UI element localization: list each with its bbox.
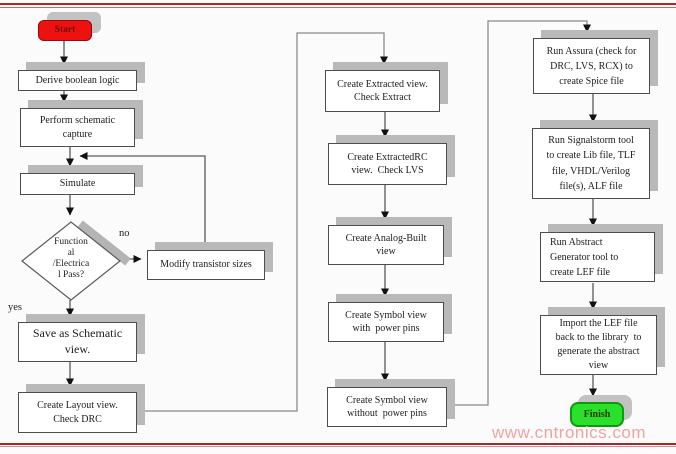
- node-create-extracted-view: Create Extracted view.Check Extract: [325, 70, 440, 112]
- node-finish-label: Finish: [583, 408, 611, 420]
- bottom-rule-line-light: [0, 446, 676, 447]
- node-label: Modify transistor sizes: [160, 259, 252, 271]
- node-label: Derive boolean logic: [35, 74, 120, 86]
- bottom-rule-line: [0, 443, 676, 445]
- node-start-label: Start: [54, 25, 76, 36]
- node-derive-boolean-logic: Derive boolean logic: [18, 70, 137, 91]
- node-label: Simulate: [59, 178, 96, 190]
- edge-label-no: no: [119, 228, 130, 239]
- watermark-text: www.cntronics.com: [492, 423, 646, 442]
- node-modify-transistor-sizes: Modify transistor sizes: [147, 250, 265, 280]
- node-label: Create Layout view.Check DRC: [37, 400, 118, 425]
- node-simulate: Simulate: [20, 173, 135, 195]
- node-finish: Finish: [570, 402, 624, 427]
- node-start: Start: [38, 20, 92, 41]
- edge-label-yes: yes: [8, 302, 22, 313]
- top-rule-line: [0, 3, 676, 5]
- node-label: Create Extracted view.Check Extract: [337, 78, 428, 103]
- node-create-layout-view: Create Layout view.Check DRC: [18, 392, 137, 433]
- decision-diamond: [21, 220, 131, 301]
- top-rule-line-light: [0, 7, 676, 8]
